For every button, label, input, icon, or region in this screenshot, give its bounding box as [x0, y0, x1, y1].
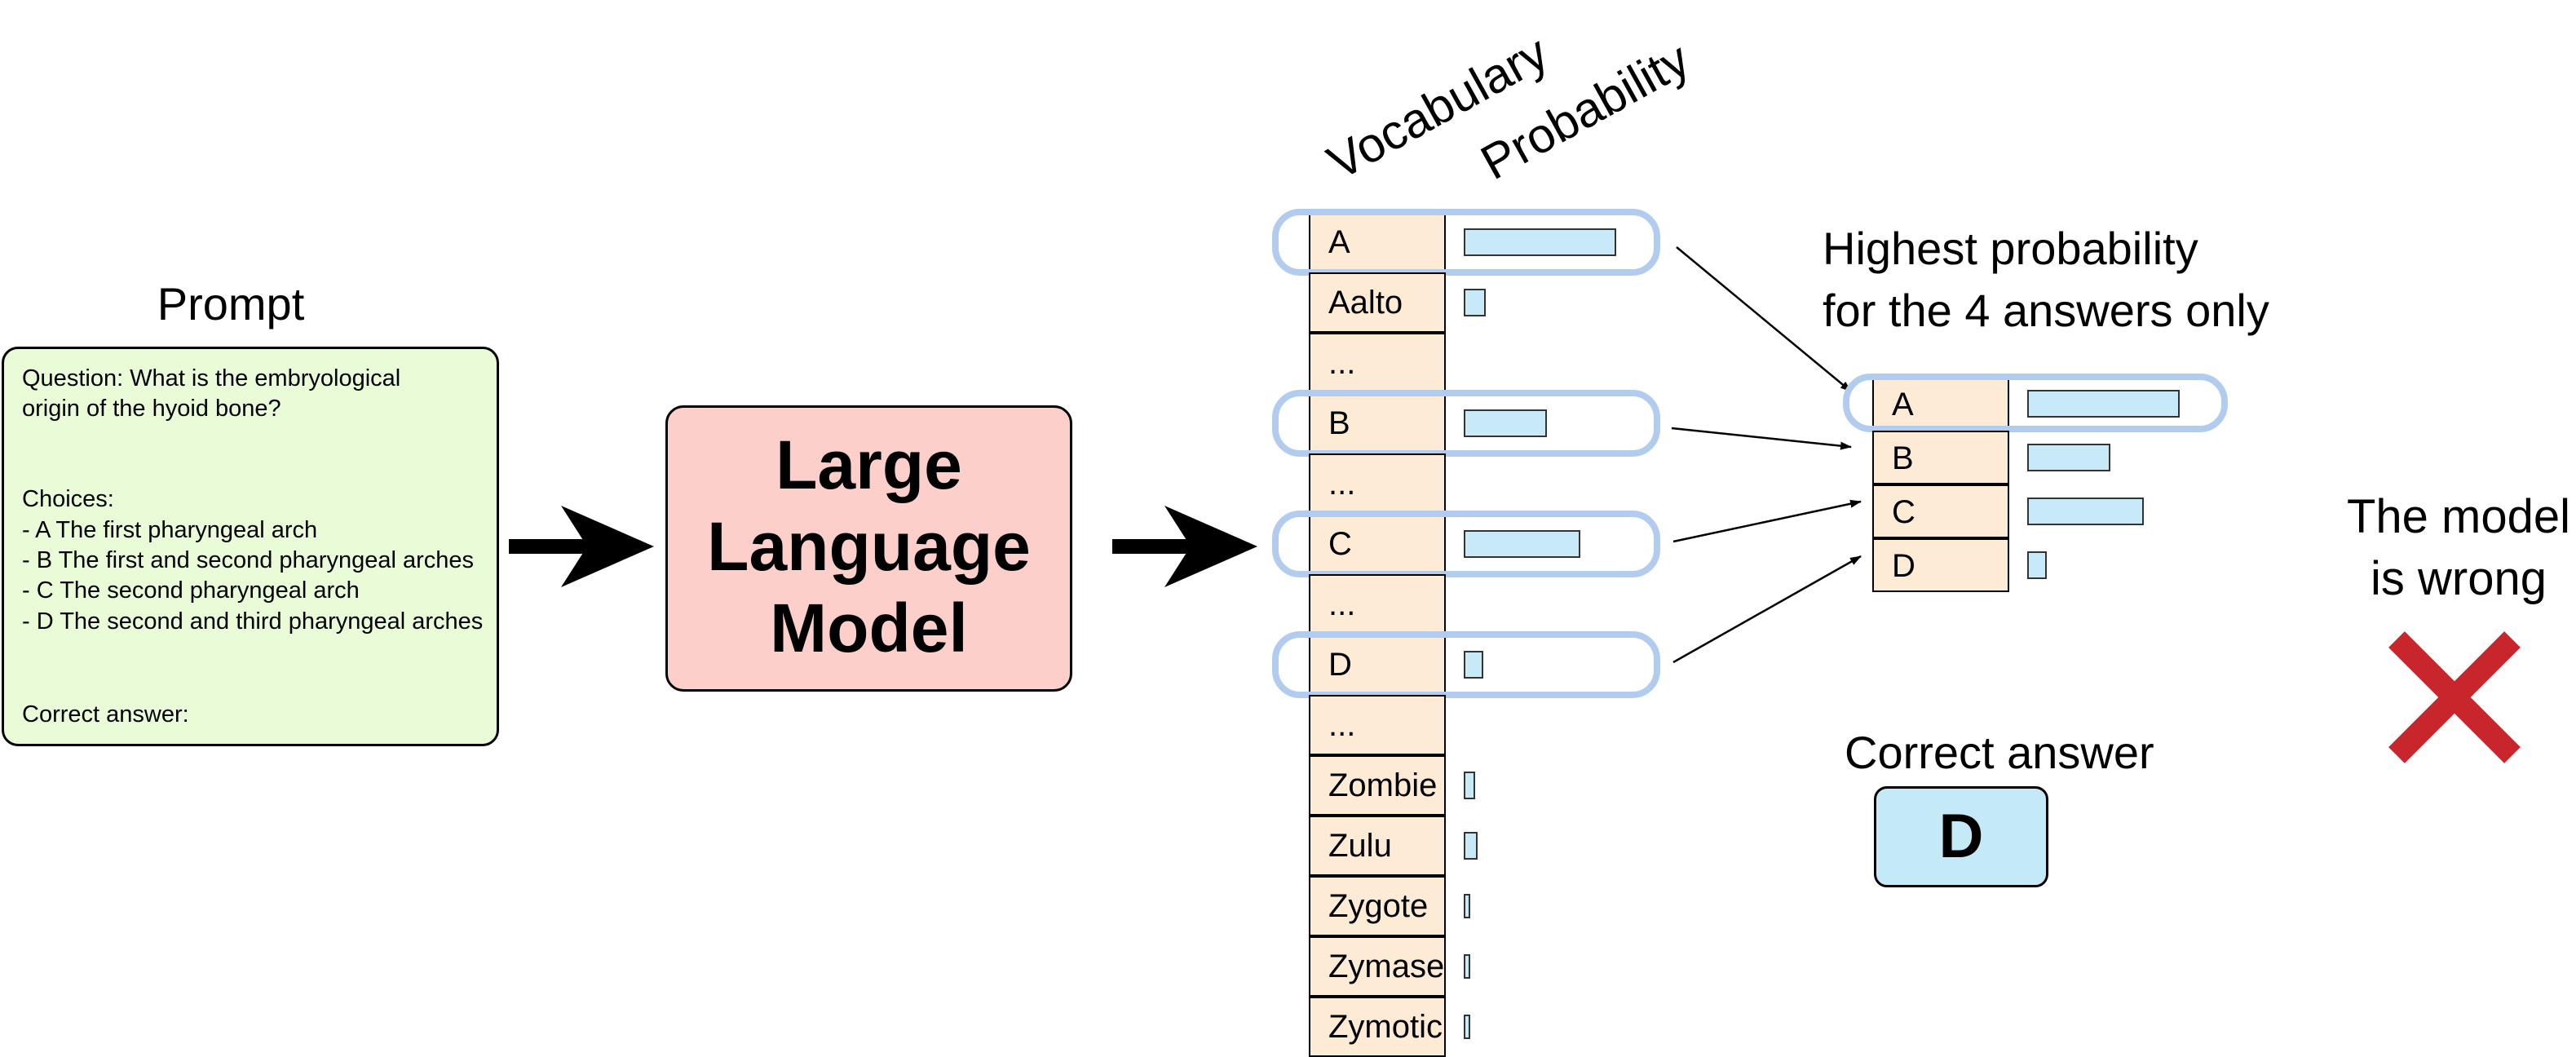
answer-highlight-outline	[1272, 511, 1660, 577]
answer-probability-bar	[2027, 390, 2180, 418]
vocab-probability-bar	[1464, 772, 1475, 799]
prompt-correct-answer-label: Correct answer:	[22, 701, 189, 728]
answer-highlight-outline	[1272, 631, 1660, 698]
vocab-cell: Zymase	[1309, 936, 1446, 997]
vocab-token: ...	[1328, 466, 1356, 502]
connector-b	[1671, 427, 1852, 450]
answer-probability-bar	[2027, 551, 2047, 579]
answer-highlight-outline	[1272, 390, 1660, 457]
prompt-question-line: origin of the hyoid bone?	[22, 396, 281, 422]
llm-box: Large Language Model	[665, 405, 1072, 692]
vocab-probability-bar	[1464, 651, 1483, 679]
vocab-cell: ...	[1309, 453, 1446, 514]
llm-title-line: Model	[770, 590, 968, 666]
answer-token: B	[1892, 440, 1914, 476]
vocab-token: Zombie	[1328, 767, 1438, 803]
vocab-probability-bar	[1464, 1015, 1470, 1039]
answers-caption-line2: for the 4 answers only	[1823, 285, 2269, 336]
vocab-cell: Zulu	[1309, 816, 1446, 876]
vocab-cell: C	[1309, 514, 1446, 574]
correct-answer-label: Correct answer	[1845, 727, 2154, 778]
connector-c	[1672, 499, 1862, 543]
arrow-right-icon	[1112, 506, 1257, 587]
vocab-cell: ...	[1309, 695, 1446, 755]
correct-answer-box: D	[1874, 786, 2048, 887]
vocab-cell: Zygote	[1309, 876, 1446, 936]
prompt-title: Prompt	[157, 278, 305, 329]
answer-token: C	[1892, 494, 1915, 530]
vocab-token: Zygote	[1328, 888, 1429, 924]
cross-icon	[2388, 631, 2521, 763]
answer-probability-bar	[2027, 498, 2144, 525]
vocab-token: Zymase	[1328, 949, 1445, 984]
answer-cell: C	[1872, 484, 2009, 538]
verdict-line1: The model	[2346, 490, 2571, 543]
verdict-line2: is wrong	[2371, 552, 2547, 605]
verdict: The model is wrong	[2340, 486, 2576, 610]
vocab-token: Aalto	[1328, 285, 1403, 321]
connector-a	[1676, 246, 1852, 392]
vocab-cell: D	[1309, 635, 1446, 695]
answer-cell: B	[1872, 431, 2009, 484]
prompt-choices-label: Choices:	[22, 486, 114, 512]
vocab-cell: A	[1309, 212, 1446, 272]
vocab-probability-bar	[1464, 409, 1547, 437]
prompt-choice-d: - D The second and third pharyngeal arch…	[22, 608, 484, 635]
prompt-question-line: Question: What is the embryological	[22, 365, 401, 391]
vocab-token: ...	[1328, 707, 1356, 743]
vocab-probability-bar	[1464, 289, 1486, 316]
answer-probability-bar	[2027, 444, 2110, 471]
prompt-choice-b: - B The first and second pharyngeal arch…	[22, 547, 475, 573]
prompt-box: Question: What is the embryological orig…	[2, 347, 499, 746]
answer-highlight-outline	[1272, 209, 1660, 276]
answers-caption-line1: Highest probability	[1823, 223, 2198, 274]
vocab-token: ...	[1328, 345, 1356, 381]
vocab-cell: ...	[1309, 333, 1446, 393]
vocab-token: C	[1328, 526, 1352, 562]
vocab-token: D	[1328, 647, 1352, 683]
llm-title-line: Large	[775, 427, 962, 503]
answer-highlight-outline	[1843, 374, 2228, 432]
answer-token: A	[1892, 387, 1914, 422]
arrow-right-icon	[509, 506, 654, 587]
vocab-probability-bar	[1464, 530, 1580, 558]
answer-token: D	[1892, 548, 1915, 584]
connector-d	[1672, 555, 1862, 664]
vocab-probability-bar	[1464, 954, 1470, 979]
vocab-probability-bar	[1464, 228, 1616, 256]
vocab-cell: B	[1309, 393, 1446, 453]
vocab-token: Zulu	[1328, 828, 1392, 864]
vocab-probability-bar	[1464, 894, 1470, 918]
vocab-token: B	[1328, 405, 1350, 441]
vocab-token: A	[1328, 224, 1350, 260]
vocab-cell: Aalto	[1309, 272, 1446, 333]
answer-cell: D	[1872, 538, 2009, 592]
vocab-token: ...	[1328, 586, 1356, 622]
llm-title-line: Language	[707, 508, 1031, 585]
vocab-probability-bar	[1464, 832, 1478, 860]
prompt-choice-a: - A The first pharyngeal arch	[22, 517, 318, 543]
prompt-choice-c: - C The second pharyngeal arch	[22, 577, 360, 604]
vocab-token: Zymotic	[1328, 1009, 1443, 1045]
vocab-cell: Zymotic	[1309, 997, 1446, 1057]
vocab-cell: Zombie	[1309, 755, 1446, 816]
